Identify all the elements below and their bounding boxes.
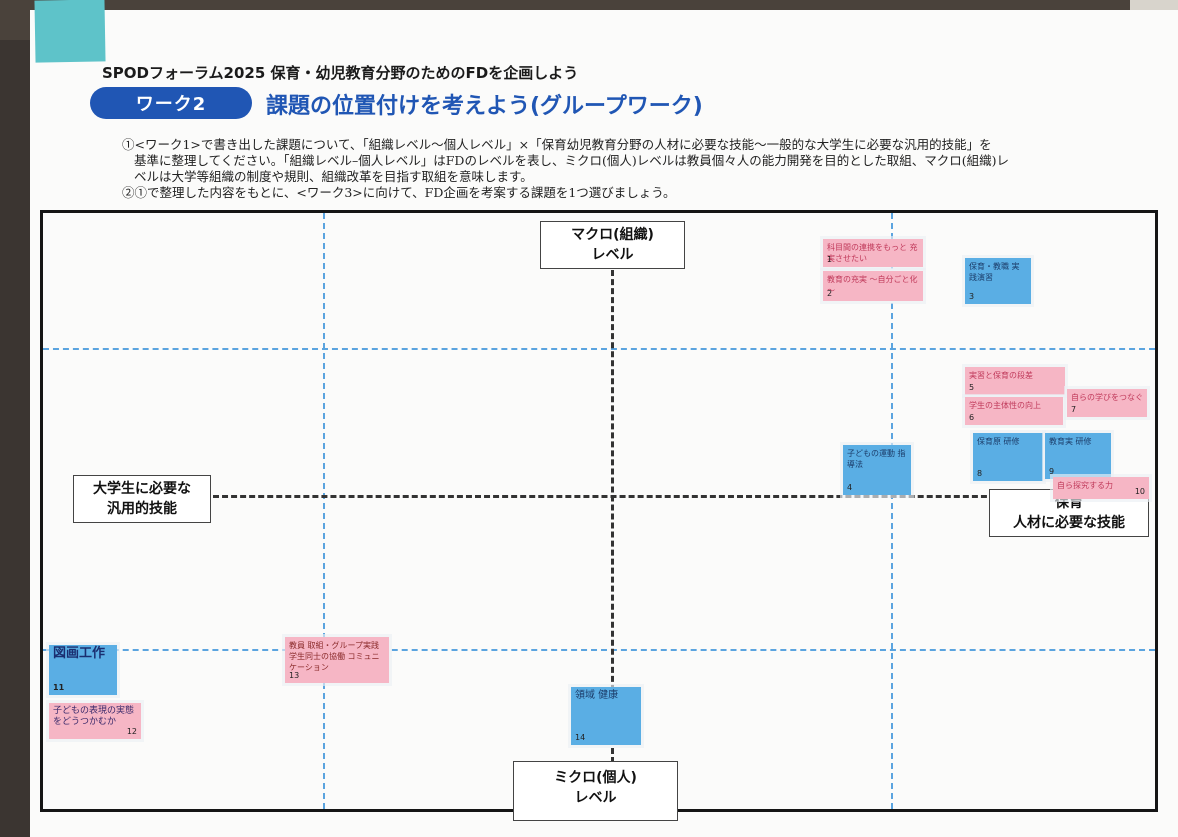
note-number: 4 bbox=[847, 483, 853, 492]
sticky-note: 学生の主体性の向上 6 bbox=[965, 397, 1063, 425]
grid-line bbox=[323, 213, 325, 809]
grid-line bbox=[43, 649, 1155, 651]
note-text: 子どもの運動 指導法 bbox=[847, 449, 906, 469]
sticky-note: 子どもの運動 指導法 4 bbox=[843, 445, 911, 495]
note-text: 保育原 研修 bbox=[977, 437, 1020, 446]
vertical-axis bbox=[611, 243, 614, 763]
sticky-note: 自ら探究する力 10 bbox=[1053, 477, 1149, 499]
axis-label-line: マクロ(組織) bbox=[571, 227, 654, 243]
note-text: 自ら探究する力 bbox=[1057, 481, 1113, 490]
note-number: 1 bbox=[827, 255, 833, 264]
axis-label-top: マクロ(組織) レベル bbox=[540, 221, 685, 269]
note-number: 11 bbox=[53, 683, 65, 692]
note-number: 7 bbox=[1071, 405, 1077, 414]
note-text: 保育・教職 実践演習 bbox=[969, 262, 1020, 282]
note-text: 領域 健康 bbox=[575, 690, 619, 701]
note-number: 9 bbox=[1049, 467, 1055, 476]
note-text: 子どもの表現の実態をどうつかむか bbox=[53, 706, 135, 727]
axis-label-line: レベル bbox=[574, 790, 617, 806]
horizontal-axis bbox=[213, 495, 1005, 498]
worksheet-paper: SPODフォーラム2025 保育・幼児教育分野のためのFDを企画しよう ワーク2… bbox=[30, 10, 1178, 837]
sticky-note: 教育の充実 ～自分ごと化～2 bbox=[823, 271, 923, 301]
sticky-note: 教育実 研修 9 bbox=[1045, 433, 1111, 479]
cyan-tape bbox=[34, 0, 106, 63]
axis-label-line: 人材に必要な技能 bbox=[1013, 515, 1125, 531]
sticky-note: 領域 健康 14 bbox=[571, 687, 641, 745]
sticky-note: 実習と保育の段差 5 bbox=[965, 367, 1065, 395]
sticky-note: 保育原 研修 8 bbox=[973, 433, 1043, 481]
sticky-note: 保育・教職 実践演習 3 bbox=[965, 258, 1031, 304]
note-number: 5 bbox=[969, 383, 975, 392]
note-text: 科目間の連携をもっと 充実させたい bbox=[827, 243, 918, 263]
note-number: 2 bbox=[827, 289, 833, 298]
note-number: 3 bbox=[969, 292, 975, 301]
note-text: 教育の充実 ～自分ごと化～ bbox=[827, 275, 918, 295]
grid-line bbox=[891, 213, 893, 809]
note-number: 14 bbox=[575, 733, 586, 742]
note-text: 学生の主体性の向上 bbox=[969, 401, 1041, 410]
note-number: 10 bbox=[1134, 487, 1145, 496]
note-text: 教育実 研修 bbox=[1049, 437, 1092, 446]
note-number: 12 bbox=[126, 727, 137, 736]
page-subtitle: 課題の位置付けを考えよう(グループワーク) bbox=[266, 94, 703, 119]
instruction-line: ①<ワーク1>で書き出した課題について、「組織レベル～個人レベル」×「保育幼児教… bbox=[122, 137, 992, 152]
note-text: 自らの学びをつなぐ bbox=[1071, 393, 1143, 402]
note-text: 実習と保育の段差 bbox=[969, 371, 1033, 380]
grid-line bbox=[43, 348, 1155, 350]
work-label: ワーク2 bbox=[90, 87, 252, 119]
instruction-line: 基準に整理してください。「組織レベル–個人レベル」はFDのレベルを表し、ミクロ(… bbox=[134, 153, 1009, 168]
instruction-line: ②①で整理した内容をもとに、<ワーク3>に向けて、FD企画を考案する課題を1つ選… bbox=[122, 185, 676, 200]
axis-label-line: ミクロ(個人) bbox=[554, 770, 637, 786]
instruction-line: ベルは大学等組織の制度や規則、組織改革を目指す取組を意味します。 bbox=[134, 169, 533, 184]
axis-label-left: 大学生に必要な 汎用的技能 bbox=[73, 475, 211, 523]
note-text: 図画工作 bbox=[53, 646, 106, 661]
axis-label-line: 大学生に必要な bbox=[93, 481, 191, 497]
sticky-note: 図画工作 11 bbox=[49, 645, 117, 695]
sticky-note: 自らの学びをつなぐ 7 bbox=[1067, 389, 1147, 417]
axis-label-line: レベル bbox=[591, 247, 634, 263]
quadrant-grid: マクロ(組織) レベル ミクロ(個人) レベル 大学生に必要な 汎用的技能 保育… bbox=[40, 210, 1158, 821]
note-text: 教員 取組・グループ実践 学生同士の協働 コミュニケーション bbox=[289, 641, 380, 672]
axis-label-bottom: ミクロ(個人) レベル bbox=[513, 761, 678, 821]
header-title: SPODフォーラム2025 保育・幼児教育分野のためのFDを企画しよう bbox=[102, 64, 579, 82]
note-number: 13 bbox=[289, 671, 300, 680]
note-number: 6 bbox=[969, 413, 975, 422]
axis-label-line: 汎用的技能 bbox=[107, 501, 177, 517]
axis-label-line: 保育 bbox=[1055, 495, 1083, 511]
note-number: 8 bbox=[977, 469, 983, 478]
